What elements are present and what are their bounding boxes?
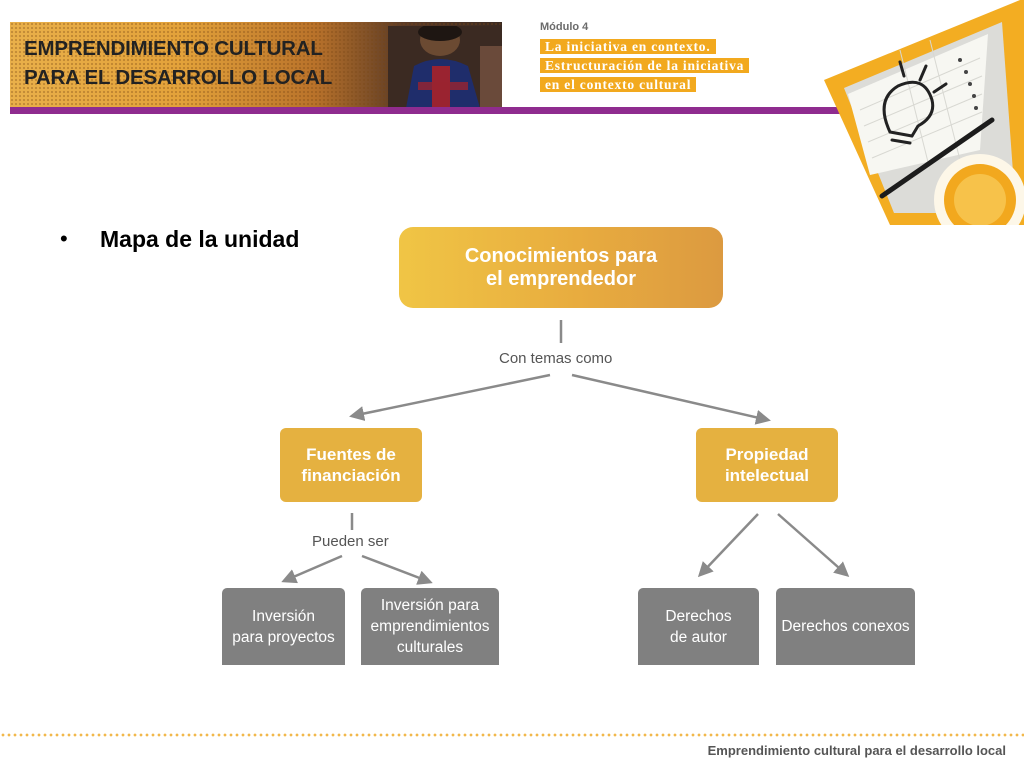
header-divider xyxy=(10,107,855,114)
connector-label: Pueden ser xyxy=(312,533,389,550)
header-banner: EMPRENDIMIENTO CULTURAL PARA EL DESARROL… xyxy=(10,22,502,108)
module-label: Módulo 4 xyxy=(540,21,589,33)
concept-node-derechos-conexos: Derechos conexos xyxy=(776,588,915,665)
lightbulb-notebook-illustration xyxy=(824,0,1024,225)
footer-dotted-divider xyxy=(0,733,1024,737)
module-tag: La iniciativa en contexto. xyxy=(540,39,716,54)
footer-text: Emprendimiento cultural para el desarrol… xyxy=(707,743,1006,758)
module-tag: Estructuración de la iniciativa xyxy=(540,58,750,73)
connector-label: Con temas como xyxy=(499,350,613,367)
banner-title-line2: PARA EL DESARROLLO LOCAL xyxy=(24,66,333,89)
concept-node-derechos-autor: Derechos de autor xyxy=(638,588,759,665)
banner-title: EMPRENDIMIENTO CULTURAL PARA EL DESARROL… xyxy=(24,34,332,92)
concept-node-root: Conocimientos para el emprendedor xyxy=(399,227,723,308)
concept-node-inversion-emprendimientos: Inversión para emprendimientos culturale… xyxy=(361,588,499,665)
concept-node-propiedad-intelectual: Propiedad intelectual xyxy=(696,428,838,502)
concept-node-fuentes-financiacion: Fuentes de financiación xyxy=(280,428,422,502)
module-tag: en el contexto cultural xyxy=(540,77,697,92)
bullet-marker: • xyxy=(60,226,68,251)
slide-bullet-text: Mapa de la unidad xyxy=(100,226,300,252)
person-photo xyxy=(388,26,502,108)
banner-title-line1: EMPRENDIMIENTO CULTURAL xyxy=(24,37,323,60)
concept-node-inversion-proyectos: Inversión para proyectos xyxy=(222,588,345,665)
